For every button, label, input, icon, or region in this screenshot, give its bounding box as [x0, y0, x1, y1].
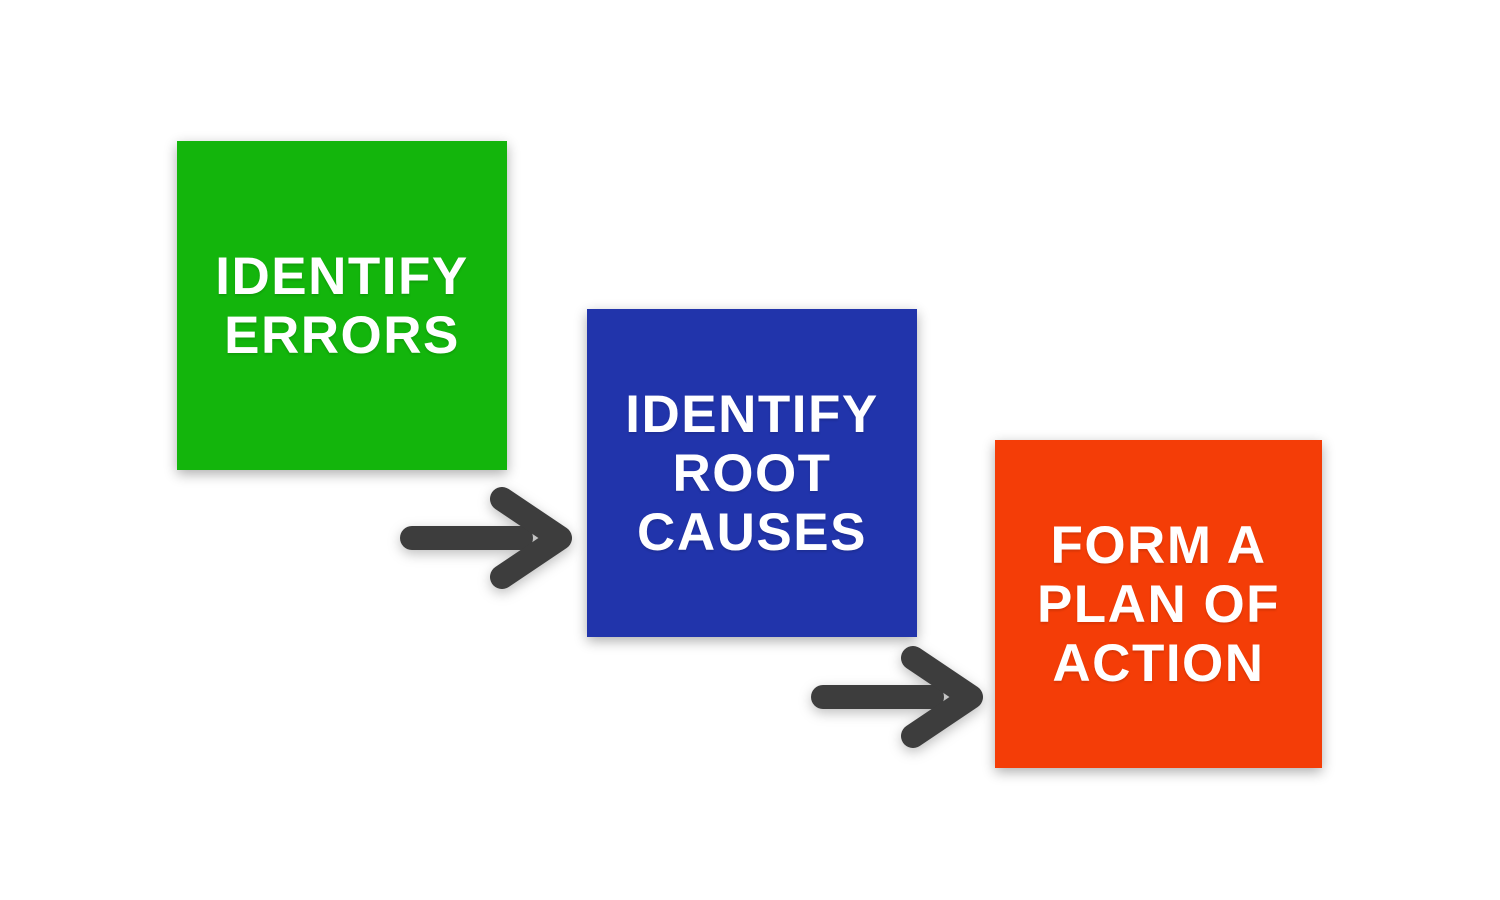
label-line: IDENTIFY: [625, 384, 879, 444]
step-identify-errors: IDENTIFY ERRORS: [177, 141, 507, 470]
step-form-a-plan-of-action: FORM A PLAN OF ACTION: [995, 440, 1322, 768]
step-identify-root-causes-label: IDENTIFY ROOT CAUSES: [625, 385, 878, 562]
arrow-right-icon: [811, 646, 983, 748]
label-line: ACTION: [1052, 633, 1265, 693]
step-identify-errors-label: IDENTIFY ERRORS: [215, 247, 468, 365]
arrow-right-icon: [400, 487, 572, 589]
label-line: FORM A: [1050, 515, 1267, 575]
label-line: IDENTIFY: [215, 246, 469, 306]
label-line: CAUSES: [637, 502, 867, 562]
label-line: PLAN OF: [1036, 574, 1281, 634]
step-identify-root-causes: IDENTIFY ROOT CAUSES: [587, 309, 917, 637]
label-line: ROOT: [672, 443, 832, 503]
step-form-a-plan-of-action-label: FORM A PLAN OF ACTION: [1037, 516, 1280, 693]
label-line: ERRORS: [224, 305, 460, 365]
